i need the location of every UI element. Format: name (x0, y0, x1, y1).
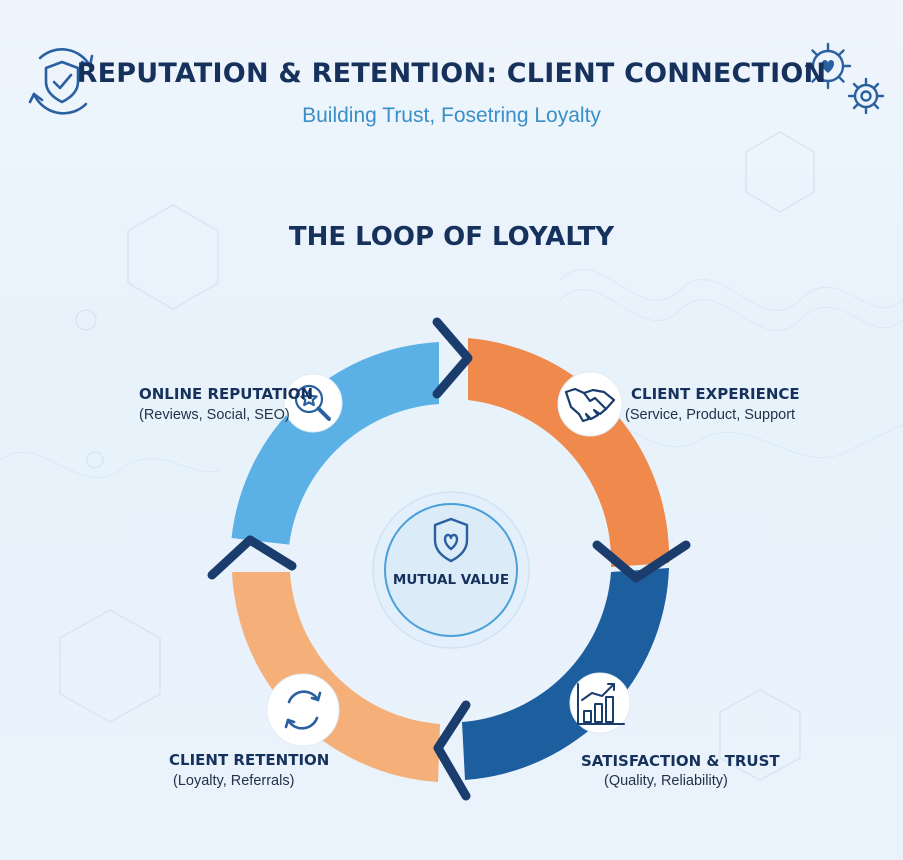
chevron-up-icon (207, 535, 297, 580)
dot-decoration (75, 309, 97, 331)
gears-heart-icon (804, 42, 885, 115)
center-label: MUTUAL VALUE (392, 572, 510, 588)
diagram-title: THE LOOP OF LOYALTY (288, 222, 615, 252)
hexagon-decoration (745, 131, 815, 213)
ring-segment-client-experience (468, 338, 670, 567)
shield-check-cycle-icon (28, 48, 94, 115)
handshake-badge (557, 371, 623, 437)
small-gear-icon (847, 77, 885, 115)
chevron-right-icon (432, 317, 473, 399)
dot-decoration (86, 451, 104, 469)
hexagon-decoration (719, 689, 801, 781)
refresh-badge (266, 673, 340, 747)
stage-title-satisfaction-trust: SATISFACTION & TRUST (581, 752, 780, 770)
hexagon-decoration (59, 609, 161, 723)
stage-title-online-reputation: ONLINE REPUTATION (139, 385, 314, 403)
stage-subtitle-satisfaction-trust: (Quality, Reliability) (604, 773, 728, 789)
center-circle (384, 503, 518, 637)
chevron-down-icon (592, 540, 691, 583)
ring-segment-client-retention (232, 572, 440, 782)
large-gear-icon (804, 42, 852, 90)
ring-segment-online-reputation (231, 342, 439, 545)
magnifier-star-icon (294, 384, 331, 421)
chevron-left-icon (433, 700, 471, 801)
stage-title-client-experience: CLIENT EXPERIENCE (631, 385, 800, 403)
stage-subtitle-client-retention: (Loyalty, Referrals) (173, 773, 295, 789)
stage-subtitle-online-reputation: (Reviews, Social, SEO) (139, 407, 290, 423)
shield-heart-icon (433, 517, 469, 563)
magnifier-star-badge (283, 373, 343, 433)
bar-chart-icon (577, 683, 625, 725)
bar-chart-badge (569, 672, 631, 734)
hexagon-decoration (127, 204, 219, 310)
handshake-icon (564, 387, 616, 423)
page-subtitle: Building Trust, Fosetring Loyalty (302, 104, 601, 127)
page-title: REPUTATION & RETENTION: CLIENT CONNECTIO… (76, 58, 827, 89)
stage-title-client-retention: CLIENT RETENTION (169, 751, 330, 769)
refresh-icon (284, 690, 322, 730)
stage-subtitle-client-experience: (Service, Product, Support (625, 407, 796, 423)
ring-segment-satisfaction-trust (462, 568, 669, 780)
